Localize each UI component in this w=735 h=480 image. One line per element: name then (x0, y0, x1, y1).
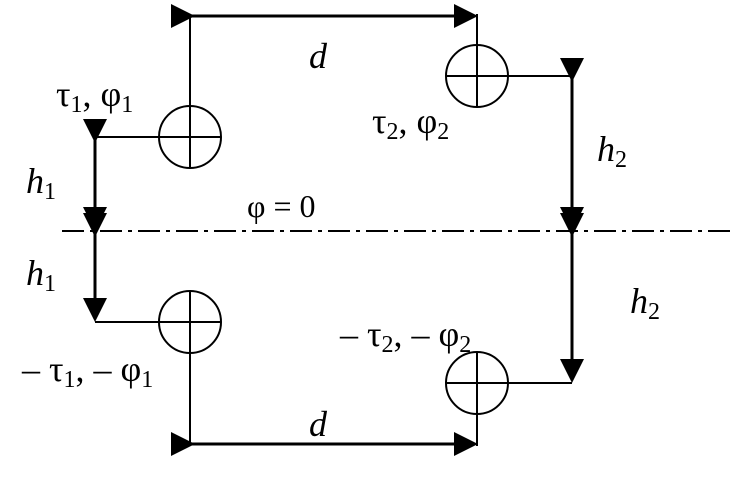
image-conductor-2 (445, 351, 509, 415)
phi-zero-label: φ = 0 (247, 188, 316, 224)
conductor-2 (445, 44, 509, 108)
h2-bottom-label: h2 (630, 281, 660, 325)
neg-tau2-phi2-label: – τ2, – φ2 (340, 314, 472, 358)
conductor-1 (158, 105, 222, 169)
h1-bottom-label: h1 (26, 253, 56, 297)
tau1-phi1-label: τ1, φ1 (56, 74, 134, 118)
d-top-label: d (309, 36, 327, 76)
tau2-phi2-label: τ2, φ2 (372, 101, 450, 145)
d-bottom-label: d (309, 404, 327, 444)
neg-tau1-phi1-label: – τ1, – φ1 (22, 349, 154, 393)
h2-top-label: h2 (597, 129, 627, 173)
image-conductor-1 (158, 290, 222, 354)
h1-top-label: h1 (26, 161, 56, 205)
